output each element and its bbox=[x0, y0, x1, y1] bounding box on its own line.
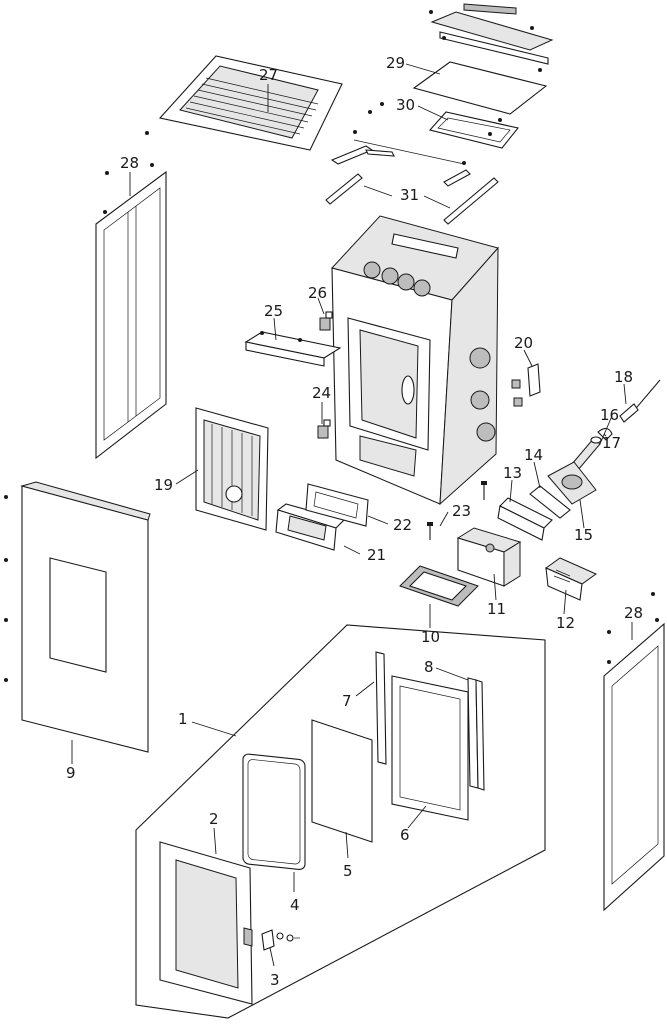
callout-2: 2 bbox=[209, 810, 219, 828]
callout-27: 27 bbox=[259, 66, 278, 84]
callout-18: 18 bbox=[614, 368, 633, 386]
callout-23: 23 bbox=[452, 502, 471, 520]
callout-7: 7 bbox=[342, 692, 352, 710]
strip-8-part bbox=[467, 677, 485, 791]
front-panel-part bbox=[4, 481, 151, 753]
callout-3: 3 bbox=[270, 971, 280, 989]
callout-26: 26 bbox=[308, 284, 327, 302]
callout-16: 16 bbox=[600, 406, 619, 424]
stove-body bbox=[331, 215, 499, 506]
top-grille-part bbox=[158, 55, 343, 151]
fitting-20-part bbox=[511, 363, 541, 407]
brackets-part bbox=[325, 130, 499, 225]
callout-28-right: 28 bbox=[624, 604, 643, 622]
grate-part bbox=[399, 565, 479, 607]
callout-21: 21 bbox=[367, 546, 386, 564]
top-plate-part bbox=[412, 61, 548, 115]
callout-13: 13 bbox=[503, 464, 522, 482]
callout-11: 11 bbox=[487, 600, 506, 618]
callout-30: 30 bbox=[396, 96, 415, 114]
callout-10: 10 bbox=[421, 628, 440, 646]
door-glass-part bbox=[311, 719, 373, 843]
callout-9: 9 bbox=[66, 764, 76, 782]
callout-8: 8 bbox=[424, 658, 434, 676]
gasket-13-part bbox=[497, 497, 553, 541]
callout-4: 4 bbox=[290, 896, 300, 914]
door-assembly-frame bbox=[135, 624, 546, 1019]
control-panel-bar bbox=[429, 3, 554, 72]
leader-lines bbox=[71, 63, 633, 967]
callout-22: 22 bbox=[393, 516, 412, 534]
clip-17-part bbox=[597, 427, 613, 441]
callout-28-left: 28 bbox=[120, 154, 139, 172]
probe-part bbox=[619, 379, 661, 423]
door-gasket-part bbox=[242, 753, 306, 871]
callout-labels: 1 2 3 4 5 6 7 8 9 10 11 12 13 14 15 16 1… bbox=[66, 54, 643, 989]
callout-5: 5 bbox=[343, 862, 353, 880]
callout-17: 17 bbox=[602, 434, 621, 452]
side-panel-right-part bbox=[603, 592, 665, 912]
top-gasket-part bbox=[368, 102, 519, 149]
brazier-part bbox=[544, 557, 598, 601]
callout-31: 31 bbox=[400, 186, 419, 204]
callout-12: 12 bbox=[556, 614, 575, 632]
screws-23-part bbox=[427, 481, 487, 540]
callout-29: 29 bbox=[386, 54, 405, 72]
callout-1: 1 bbox=[178, 710, 188, 728]
ash-box-part bbox=[456, 527, 522, 587]
side-panel-left-part bbox=[95, 131, 167, 460]
callout-25: 25 bbox=[264, 302, 283, 320]
strip-7-part bbox=[375, 651, 387, 765]
callout-14: 14 bbox=[524, 446, 543, 464]
callout-19: 19 bbox=[154, 476, 173, 494]
callout-24: 24 bbox=[312, 384, 331, 402]
gasket-14-part bbox=[529, 485, 571, 519]
plate-21-part bbox=[275, 503, 346, 551]
door-frame-part bbox=[159, 841, 253, 1005]
bracket-25-part bbox=[244, 331, 342, 367]
back-plate-part bbox=[195, 407, 269, 531]
callout-20: 20 bbox=[514, 334, 533, 352]
burner-15-part bbox=[547, 461, 597, 505]
callout-6: 6 bbox=[400, 826, 410, 844]
plate-22-part bbox=[305, 483, 369, 527]
inner-frame-part bbox=[391, 675, 469, 821]
callout-15: 15 bbox=[574, 526, 593, 544]
fitting-26-part bbox=[319, 311, 333, 331]
fitting-24-part bbox=[317, 419, 331, 439]
hinge-parts bbox=[261, 929, 300, 951]
